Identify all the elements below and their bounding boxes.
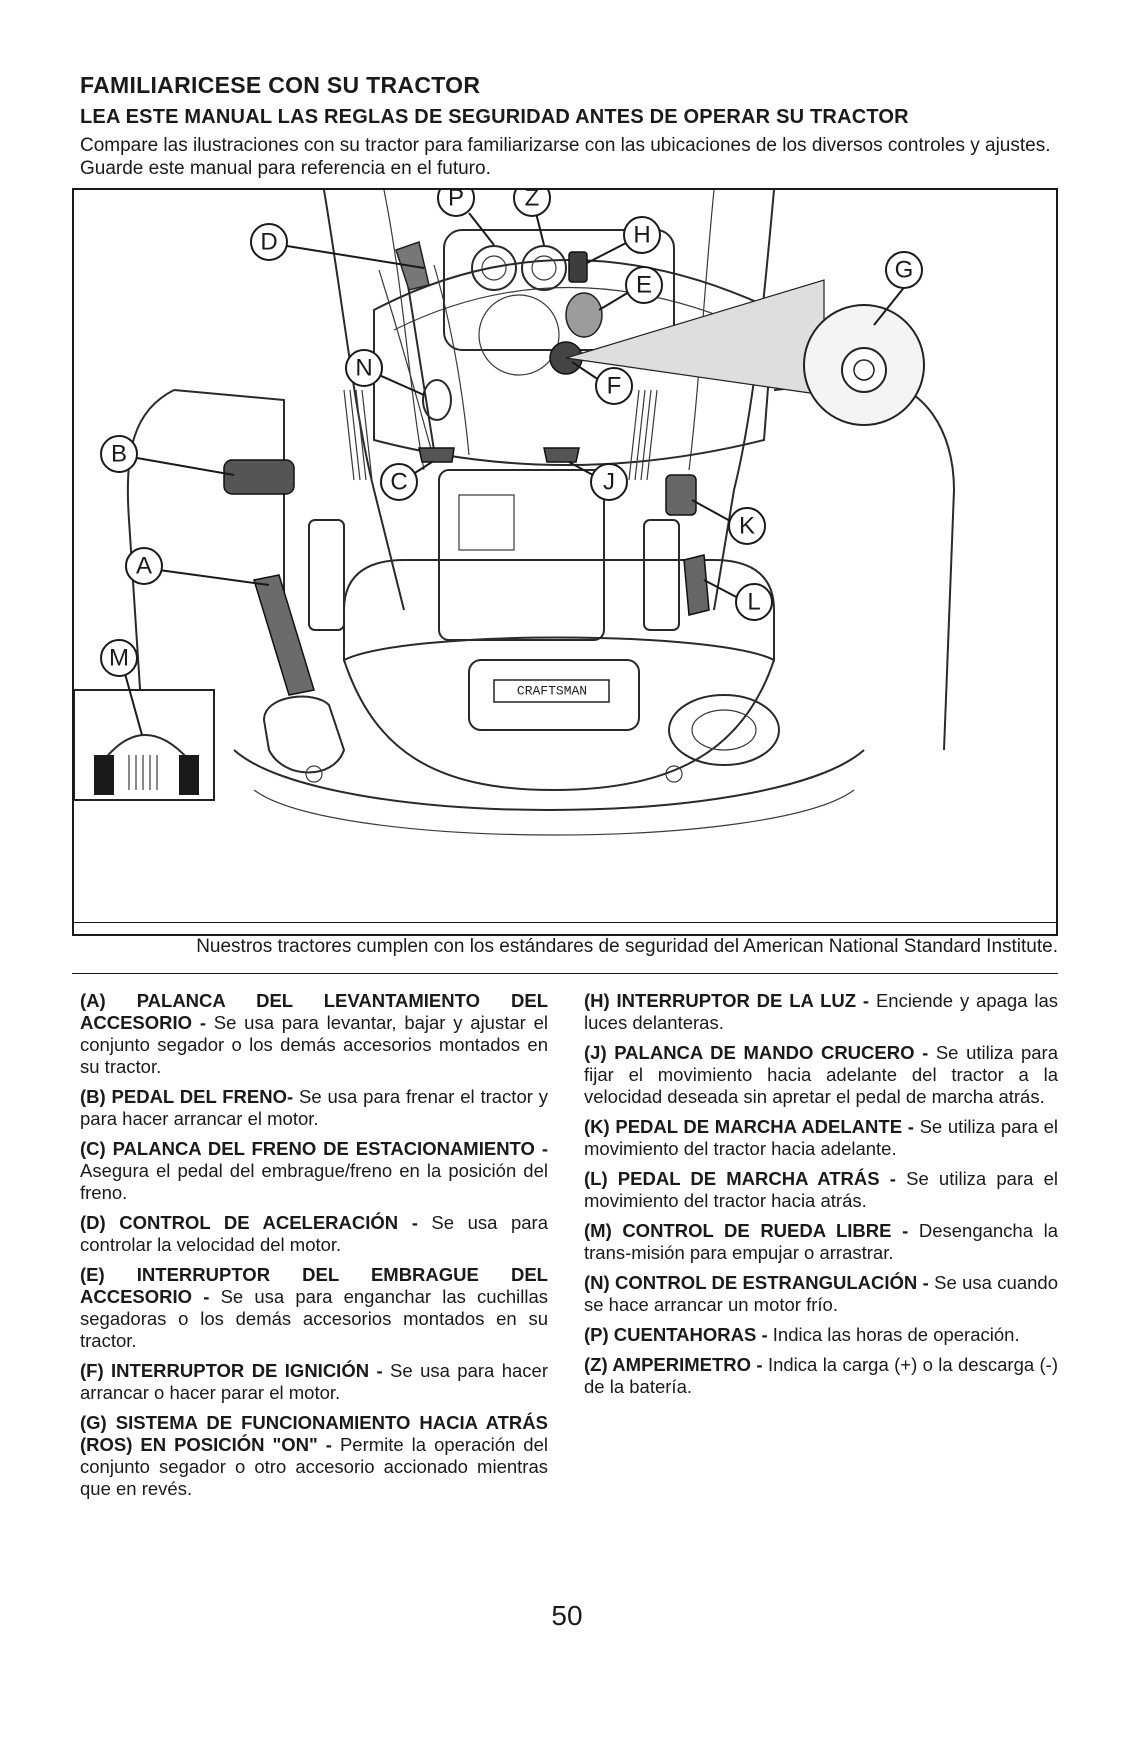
desc-item-c: (C) PALANCA DEL FRENO DE ESTACIONAMIENTO… — [80, 1138, 548, 1204]
desc-item-z: (Z) AMPERIMETRO - Indica la carga (+) o … — [584, 1354, 1058, 1398]
desc-item-k: (K) PEDAL DE MARCHA ADELANTE - Se utiliz… — [584, 1116, 1058, 1160]
desc-item-m: (M) CONTROL DE RUEDA LIBRE - Desengancha… — [584, 1220, 1058, 1264]
desc-term: (F) INTERRUPTOR DE IGNICIÓN - — [80, 1360, 383, 1381]
desc-item-j: (J) PALANCA DE MANDO CRUCERO - Se utiliz… — [584, 1042, 1058, 1108]
callout-b-label: B — [111, 441, 127, 468]
desc-text: Asegura el pedal del embrague/freno en l… — [80, 1160, 548, 1203]
desc-text: Se usa cuando se hace arrancar un motor … — [584, 1272, 1058, 1315]
desc-term: (D) CONTROL DE ACELERACIÓN - — [80, 1212, 418, 1233]
callout-a-label: A — [136, 553, 152, 580]
desc-text: Se usa para frenar el tractor y para hac… — [80, 1086, 548, 1129]
desc-term: (A) PALANCA DEL LEVANTAMIENTO DEL ACCESO… — [80, 990, 548, 1033]
desc-item-l: (L) PEDAL DE MARCHA ATRÁS - Se utiliza p… — [584, 1168, 1058, 1212]
intro-paragraph: Compare las ilustraciones con su tractor… — [80, 135, 1051, 179]
callout-d: D — [250, 223, 288, 261]
desc-term: (H) INTERRUPTOR DE LA LUZ - — [584, 990, 870, 1011]
callout-p: P — [437, 190, 475, 217]
safety-subtitle: LEA ESTE MANUAL LAS REGLAS DE SEGURIDAD … — [80, 106, 909, 128]
callout-l-label: L — [747, 589, 760, 616]
craftsman-logo: CRAFTSMAN — [517, 684, 587, 699]
hood-outline — [323, 190, 775, 611]
desc-item-p: (P) CUENTAHORAS - Indica las horas de op… — [584, 1324, 1058, 1346]
desc-item-n: (N) CONTROL DE ESTRANGULACIÓN - Se usa c… — [584, 1272, 1058, 1316]
desc-text: Se usa para enganchar las cuchillas sega… — [80, 1286, 548, 1351]
callout-a: A — [125, 547, 163, 585]
callout-c: C — [380, 463, 418, 501]
desc-text: Indica la carga (+) o la descarga (-) de… — [584, 1354, 1058, 1397]
callout-k: K — [728, 507, 766, 545]
desc-term: (Z) AMPERIMETRO - — [584, 1354, 763, 1375]
callout-g-label: G — [895, 257, 914, 284]
desc-term: (E) INTERRUPTOR DEL EMBRAGUE DEL ACCESOR… — [80, 1264, 548, 1307]
desc-text: Desengancha la trans-misión para empujar… — [584, 1220, 1058, 1263]
desc-text: Se usa para levantar, bajar y ajustar el… — [80, 1012, 548, 1077]
desc-term: (K) PEDAL DE MARCHA ADELANTE - — [584, 1116, 914, 1137]
tractor-controls-figure: CRAFTSMAN — [72, 188, 1058, 936]
desc-item-f: (F) INTERRUPTOR DE IGNICIÓN - Se usa par… — [80, 1360, 548, 1404]
callout-m-label: M — [109, 645, 129, 672]
callout-n-label: N — [355, 355, 372, 382]
desc-item-e: (E) INTERRUPTOR DEL EMBRAGUE DEL ACCESOR… — [80, 1264, 548, 1352]
callout-z-label: Z — [525, 190, 540, 212]
desc-term: (M) CONTROL DE RUEDA LIBRE - — [584, 1220, 909, 1241]
page-title: FAMILIARICESE CON SU TRACTOR — [80, 72, 481, 98]
callout-m: M — [100, 639, 138, 677]
right-fender — [773, 378, 956, 751]
callout-p-label: P — [448, 190, 464, 212]
desc-text: Se utiliza para el movimiento del tracto… — [584, 1116, 1058, 1159]
desc-term: (C) PALANCA DEL FRENO DE ESTACIONAMIENTO… — [80, 1138, 548, 1159]
desc-item-g: (G) SISTEMA DE FUNCIONAMIENTO HACIA ATRÁ… — [80, 1412, 548, 1500]
caption-rule-bottom — [72, 973, 1058, 974]
descriptions-left-column: (A) PALANCA DEL LEVANTAMIENTO DEL ACCESO… — [80, 990, 548, 1508]
desc-term: (B) PEDAL DEL FRENO- — [80, 1086, 294, 1107]
callout-f: F — [595, 367, 633, 405]
desc-text: Se usa para hacer arrancar o hacer parar… — [80, 1360, 548, 1403]
callout-h: H — [623, 216, 661, 254]
desc-item-b: (B) PEDAL DEL FRENO- Se usa para frenar … — [80, 1086, 548, 1130]
desc-text: Indica las horas de operación. — [767, 1324, 1020, 1345]
callout-e-label: E — [636, 272, 652, 299]
ansi-caption: Nuestros tractores cumplen con los están… — [196, 936, 1058, 957]
callout-k-label: K — [739, 513, 755, 540]
callout-d-label: D — [260, 229, 277, 256]
desc-text: Enciende y apaga las luces delanteras. — [584, 990, 1059, 1033]
tractor-illustration: CRAFTSMAN — [74, 190, 956, 836]
descriptions-right-column: (H) INTERRUPTOR DE LA LUZ - Enciende y a… — [584, 990, 1058, 1406]
callout-h-label: H — [633, 222, 650, 249]
callout-c-label: C — [390, 469, 407, 496]
desc-item-h: (H) INTERRUPTOR DE LA LUZ - Enciende y a… — [584, 990, 1058, 1034]
desc-term: (J) PALANCA DE MANDO CRUCERO - — [584, 1042, 929, 1063]
callout-l: L — [735, 583, 773, 621]
desc-term: (P) CUENTAHORAS - — [584, 1324, 768, 1345]
callout-j-label: J — [603, 469, 615, 496]
desc-text: Se utiliza para el movimiento del tracto… — [584, 1168, 1059, 1211]
desc-term: (L) PEDAL DE MARCHA ATRÁS - — [584, 1168, 896, 1189]
desc-text: Se utiliza para fijar el movimiento haci… — [584, 1042, 1058, 1107]
left-fender — [126, 389, 285, 751]
desc-item-d: (D) CONTROL DE ACELERACIÓN - Se usa para… — [80, 1212, 548, 1256]
desc-text: Se usa para controlar la velocidad del m… — [80, 1212, 548, 1255]
callout-z: Z — [513, 190, 551, 217]
desc-term: (G) SISTEMA DE FUNCIONAMIENTO HACIA ATRÁ… — [80, 1412, 548, 1455]
caption-rule-top — [72, 922, 1058, 923]
callout-e: E — [625, 266, 663, 304]
callout-g: G — [885, 251, 923, 289]
page-number: 50 — [551, 1600, 583, 1631]
desc-item-a: (A) PALANCA DEL LEVANTAMIENTO DEL ACCESO… — [80, 990, 548, 1078]
callout-j: J — [590, 463, 628, 501]
callout-f-label: F — [607, 373, 622, 400]
desc-term: (N) CONTROL DE ESTRANGULACIÓN - — [584, 1272, 929, 1293]
callout-n: N — [345, 349, 383, 387]
desc-text: Permite la operación del conjunto segado… — [80, 1434, 548, 1499]
callout-b: B — [100, 435, 138, 473]
